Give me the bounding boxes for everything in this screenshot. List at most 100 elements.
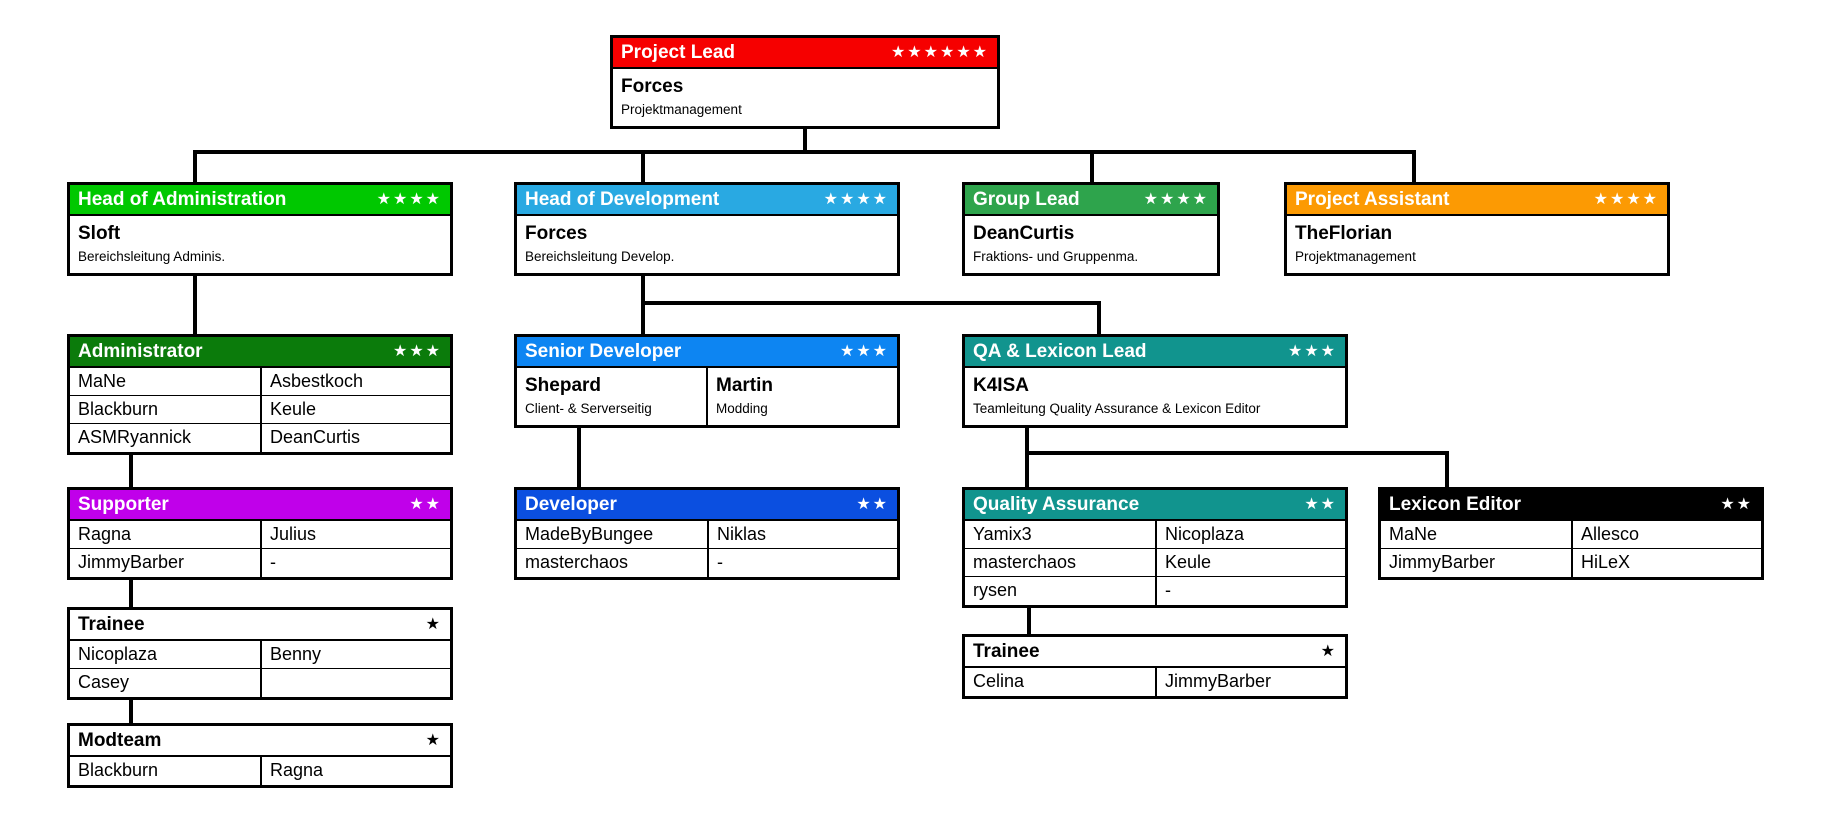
member-cell: HiLeX (1571, 549, 1761, 577)
node-header: Senior Developer ★★★ (517, 337, 897, 368)
node-header: Lexicon Editor★★ (1381, 490, 1761, 521)
connector-line (803, 122, 807, 154)
node-title: Quality Assurance (973, 493, 1140, 515)
node-header: Modteam ★ (70, 726, 450, 757)
member-cell: MadeByBungee (525, 524, 654, 544)
star-rating: ★ (425, 731, 442, 749)
node-title: Trainee (973, 640, 1040, 662)
connector-line (1445, 451, 1449, 491)
table-row: Casey (70, 669, 450, 697)
node-header: QA & Lexicon Lead ★★★ (965, 337, 1345, 368)
node-title: Modteam (78, 729, 162, 751)
node-title: Senior Developer (525, 340, 682, 362)
node-title: QA & Lexicon Lead (973, 340, 1147, 362)
connector-line (1412, 150, 1416, 186)
connector-line (577, 421, 581, 491)
member-name: DeanCurtis (973, 223, 1075, 244)
connector-line (641, 150, 645, 186)
member-cell (260, 669, 450, 697)
connector-line (1027, 601, 1031, 638)
connector-line (129, 573, 133, 611)
star-rating: ★★★ (839, 342, 889, 360)
star-rating: ★★ (856, 495, 889, 513)
connector-line (193, 150, 1416, 154)
member-role: Bereichsleitung Develop. (525, 249, 675, 264)
star-rating: ★★★ (1287, 342, 1337, 360)
node-title: Group Lead (973, 188, 1080, 210)
member-role: Projektmanagement (1295, 249, 1416, 264)
table-row: JimmyBarber- (70, 549, 450, 577)
member-cell: ASMRyannick (78, 427, 192, 447)
star-rating: ★★★ (392, 342, 442, 360)
member-cell: masterchaos (973, 552, 1077, 572)
node-header: Project Assistant ★★★★ (1287, 185, 1667, 216)
member-name: Forces (621, 76, 684, 97)
node-header: Developer ★★ (517, 490, 897, 521)
member-cell: Ragna (78, 524, 132, 544)
member-cell: - (1155, 577, 1345, 605)
connector-line (129, 693, 133, 727)
node-title: Supporter (78, 493, 169, 515)
member-cell: Ragna (260, 757, 450, 785)
star-rating: ★★ (1304, 495, 1337, 513)
member-name: K4ISA (973, 375, 1029, 396)
connector-line (193, 150, 197, 186)
table-row: JimmyBarber HiLeX (1381, 549, 1761, 577)
table-row: masterchaos- (517, 549, 897, 577)
node-title: Developer (525, 493, 617, 515)
node-header: Trainee★ (965, 637, 1345, 668)
table-row: Nicoplaza Benny (70, 641, 450, 669)
member-cell: Benny (260, 641, 450, 668)
member-cell: - (707, 549, 897, 577)
node-title: Lexicon Editor (1389, 493, 1521, 515)
member-cell: Nicoplaza (78, 644, 158, 664)
star-rating: ★★★★ (1593, 190, 1659, 208)
member-cell: JimmyBarber (1155, 668, 1345, 696)
member-role: Fraktions- und Gruppenma. (973, 249, 1139, 264)
member-cell: Nicoplaza (1155, 521, 1345, 548)
node-title: Project Assistant (1295, 188, 1450, 210)
node-title: Administrator (78, 340, 203, 362)
connector-line (1025, 451, 1449, 455)
member-cell: JimmyBarber (1389, 552, 1496, 572)
member-cell: Julius (260, 521, 450, 548)
connector-line (641, 301, 1101, 305)
star-rating: ★★ (409, 495, 442, 513)
member-cell: Blackburn (78, 399, 159, 419)
member-cell: Celina (973, 671, 1025, 691)
node-title: Project Lead (621, 41, 736, 63)
node-header: Administrator ★★★ (70, 337, 450, 368)
table-row: rysen- (965, 577, 1345, 605)
connector-line (1097, 301, 1101, 338)
node-header: Project Lead★★★★★★ (613, 38, 997, 69)
member-name: Sloft (78, 223, 121, 244)
connector-line (193, 270, 197, 338)
